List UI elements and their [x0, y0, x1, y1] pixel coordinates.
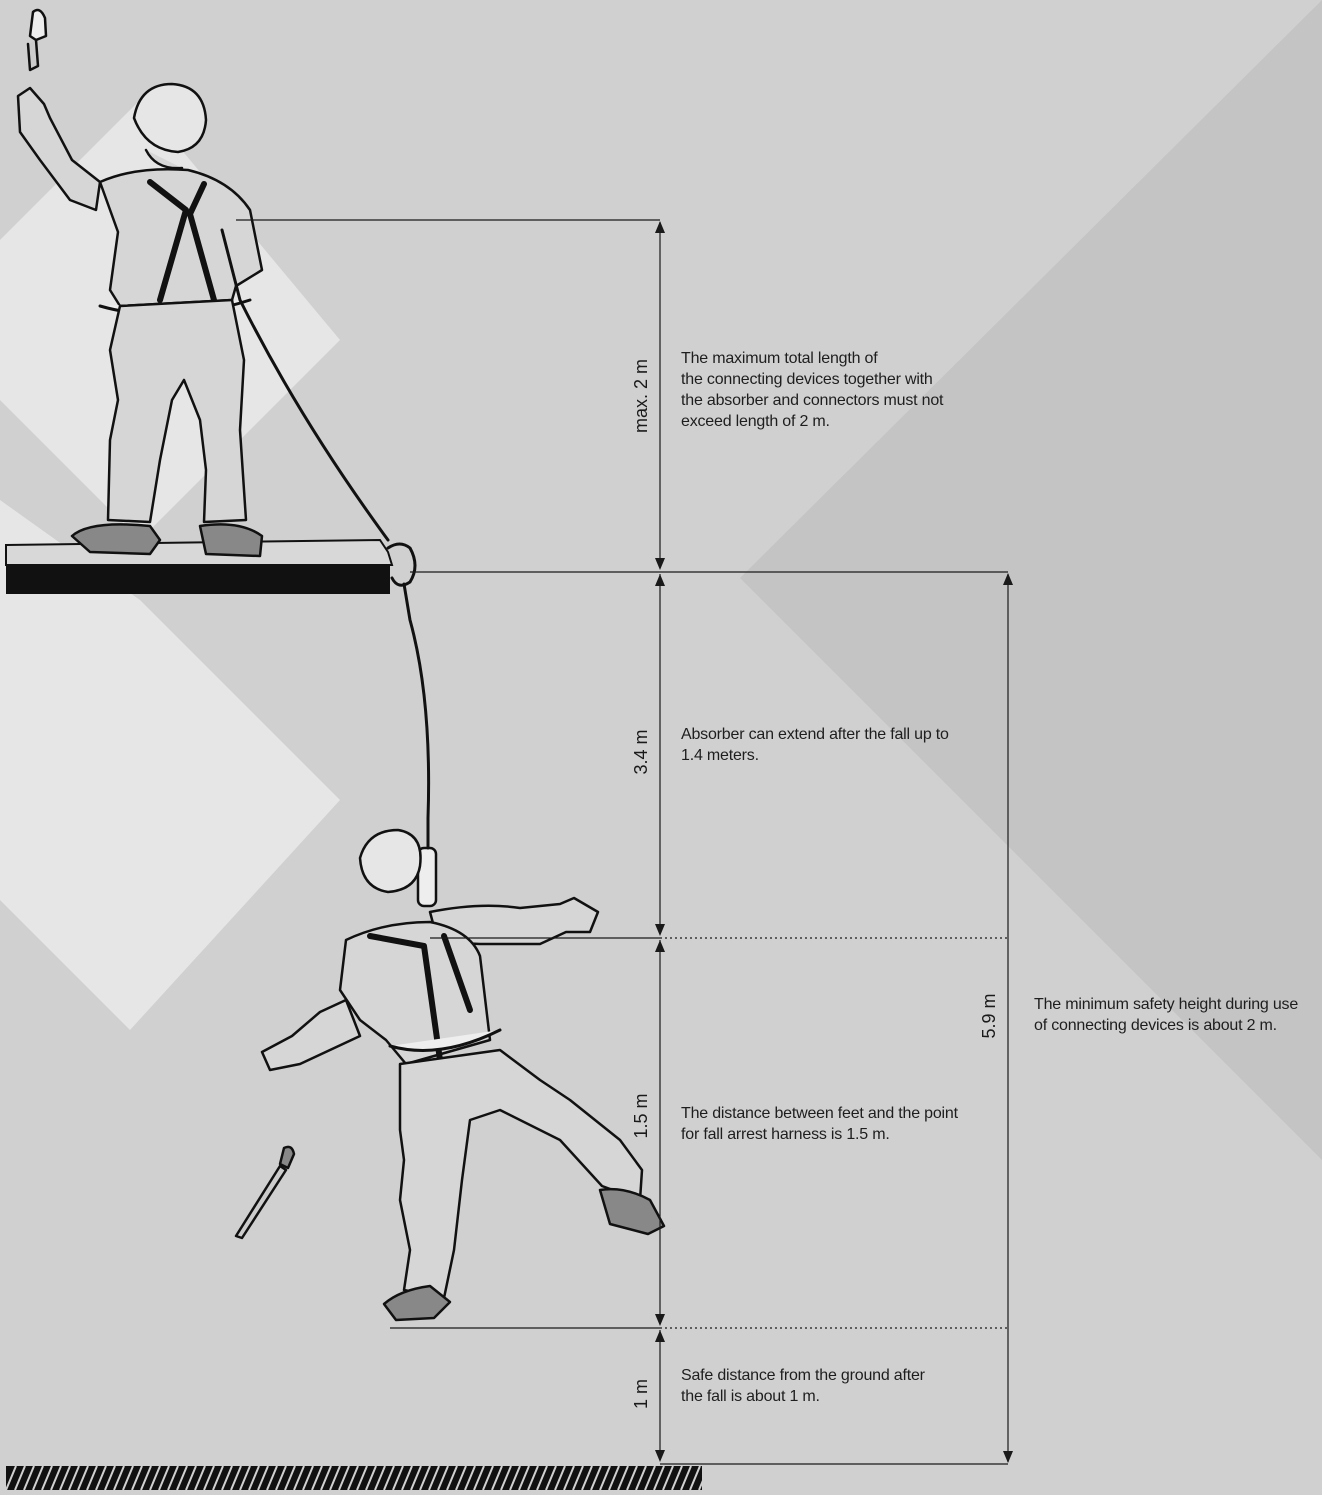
dark-triangle	[740, 0, 1322, 1160]
note-absorber-extension: Absorber can extend after the fall up to…	[681, 724, 981, 766]
note-feet-distance: The distance between feet and the point …	[681, 1103, 981, 1145]
note-ground-clearance: Safe distance from the ground after the …	[681, 1365, 961, 1407]
ground	[6, 1466, 709, 1490]
platform	[6, 540, 392, 594]
note-max-length: The maximum total length of the connecti…	[681, 348, 981, 432]
label-max2m: max. 2 m	[631, 359, 651, 433]
platform-slab	[6, 562, 390, 594]
paint-brush-icon	[236, 1147, 294, 1238]
note-minimum-safety-height: The minimum safety height during use of …	[1034, 994, 1319, 1036]
worker-falling-icon	[262, 830, 664, 1320]
label-59m: 5.9 m	[979, 993, 999, 1038]
label-15m: 1.5 m	[631, 1093, 651, 1138]
label-34m: 3.4 m	[631, 729, 651, 774]
platform-top	[6, 540, 392, 565]
label-1m: 1 m	[631, 1379, 651, 1409]
